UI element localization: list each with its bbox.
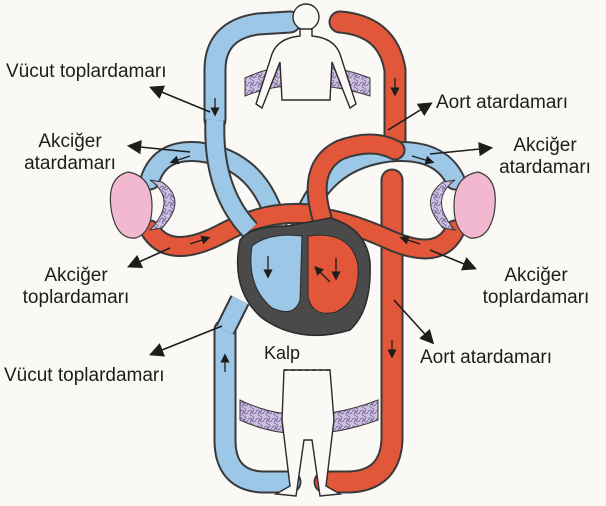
label-line: Akciğer — [488, 135, 602, 157]
label-aort-atardamari-bottom: Aort atardamarı — [420, 347, 552, 369]
label-akciger-atardamari-right: Akciğer atardamarı — [488, 135, 602, 179]
arrow-vucut-top — [152, 88, 210, 112]
label-line: atardamarı — [488, 157, 602, 179]
label-akciger-toplardamari-left: Akciğer toplardamarı — [10, 265, 142, 309]
arrow-vucut-bottom — [152, 326, 222, 354]
label-line: toplardamarı — [470, 287, 602, 309]
arrow-akciger-toplardamari-left — [130, 248, 170, 266]
label-line: atardamarı — [8, 153, 132, 175]
label-akciger-atardamari-left: Akciğer atardamarı — [8, 131, 132, 175]
arrow-akciger-toplardamari-right — [430, 250, 474, 268]
label-line: Akciğer — [8, 131, 132, 153]
label-line: Akciğer — [470, 265, 602, 287]
label-vucut-toplardamari-top: Vücut toplardamarı — [6, 61, 167, 83]
label-akciger-toplardamari-right: Akciğer toplardamarı — [470, 265, 602, 309]
label-vucut-toplardamari-bottom: Vücut toplardamarı — [4, 365, 165, 387]
label-kalp: Kalp — [264, 342, 300, 364]
label-aort-atardamari-top: Aort atardamarı — [436, 92, 568, 114]
heart — [238, 218, 371, 335]
left-lung — [110, 172, 175, 238]
label-line: Akciğer — [10, 265, 142, 287]
right-lung — [431, 172, 496, 238]
label-line: toplardamarı — [10, 287, 142, 309]
